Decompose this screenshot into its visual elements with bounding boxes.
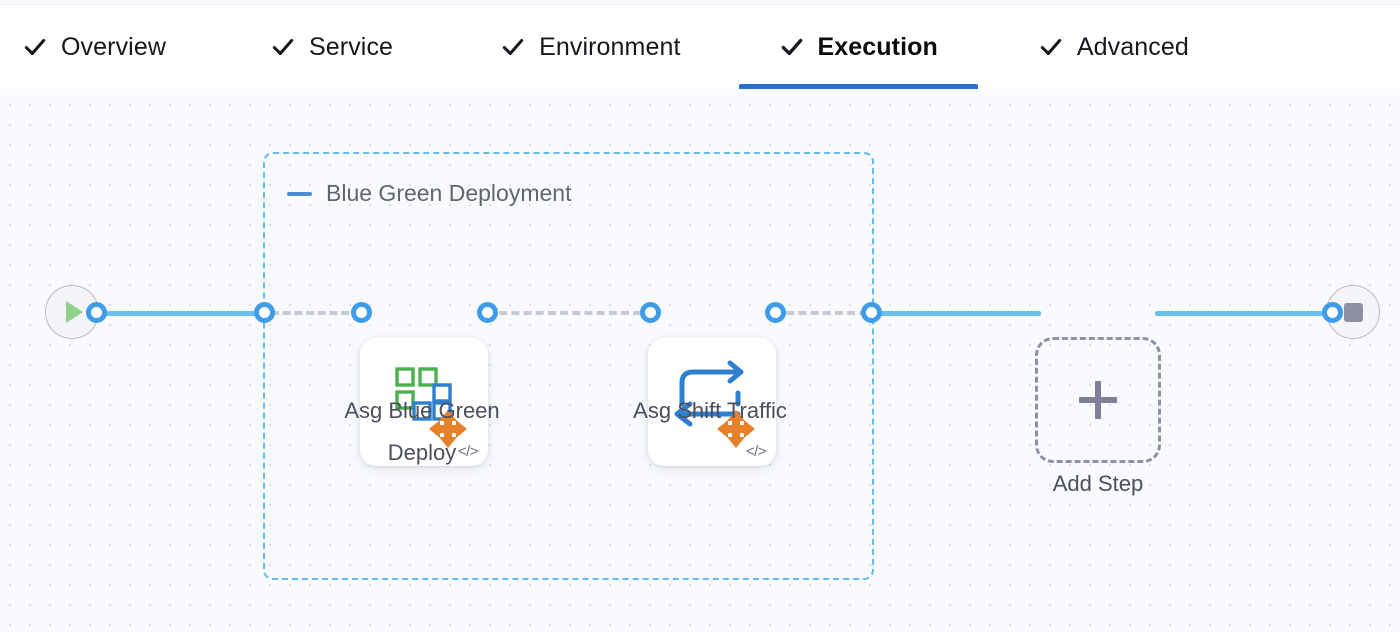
tab-list: Overview Service Environment Execution [0, 5, 1189, 89]
window-top-strip [0, 0, 1400, 5]
minus-icon[interactable] [287, 191, 312, 196]
stage-group-title: Blue Green Deployment [326, 180, 572, 206]
tab-service[interactable]: Service [270, 5, 393, 89]
asg-shift-traffic-icon [674, 360, 755, 448]
connector-step2-in[interactable] [640, 302, 661, 323]
connector-start-out[interactable] [86, 302, 107, 323]
tab-advanced[interactable]: Advanced [1038, 5, 1189, 89]
connector-stage-out[interactable] [861, 302, 882, 323]
check-icon [502, 38, 524, 56]
tab-environment-label: Environment [539, 33, 681, 61]
add-step-label: Add Step [1052, 471, 1144, 496]
edge-add-step-to-end [1155, 311, 1333, 316]
step-label-line1: Asg Blue Green [344, 398, 500, 423]
connector-step1-in[interactable] [351, 302, 372, 323]
step-label-line2: Deploy [387, 440, 457, 465]
edge-stage-in-to-step1 [271, 311, 366, 319]
connector-step1-out[interactable] [477, 302, 498, 323]
check-icon [781, 38, 802, 56]
stage-group-header: Blue Green Deployment [287, 180, 571, 207]
asg-blue-green-deploy-icon [395, 367, 467, 448]
pipeline-row: </> Asg Blue Green Deploy [0, 89, 1400, 632]
wizard-tab-bar: Overview Service Environment Execution [0, 5, 1400, 89]
step-label-asg-shift-traffic: Asg Shift Traffic [587, 390, 833, 432]
code-badge: </> [745, 443, 767, 460]
step-node-asg-shift-traffic[interactable]: </> [648, 338, 776, 466]
pipeline-canvas[interactable]: Blue Green Deployment [0, 89, 1400, 632]
check-icon [24, 38, 46, 56]
stop-icon [1343, 302, 1363, 322]
tab-overview-label: Overview [61, 33, 166, 61]
tab-advanced-label: Advanced [1076, 33, 1189, 61]
tab-overview[interactable]: Overview [22, 5, 166, 89]
tab-environment[interactable]: Environment [500, 5, 680, 89]
check-icon [272, 38, 294, 56]
plus-icon-vertical [1095, 381, 1101, 419]
connector-end-in[interactable] [1322, 302, 1343, 323]
step-label-line1: Asg Shift Traffic [633, 398, 787, 423]
tab-service-label: Service [309, 33, 394, 61]
step-label-asg-blue-green-deploy: Asg Blue Green Deploy [299, 390, 545, 474]
tab-active-underline [738, 84, 978, 89]
tab-execution[interactable]: Execution [738, 5, 978, 89]
edge-step1-to-step2 [487, 311, 653, 319]
edge-start-to-stage [86, 311, 271, 316]
edge-stage-out-to-add-step [873, 311, 1041, 316]
play-icon [66, 301, 83, 323]
code-badge: </> [457, 443, 479, 460]
edge-step2-to-stage-out [774, 311, 873, 319]
connector-stage-in[interactable] [254, 302, 275, 323]
stage-group-blue-green-deployment[interactable]: Blue Green Deployment [263, 152, 874, 580]
tab-execution-label: Execution [817, 33, 938, 61]
step-node-asg-blue-green-deploy[interactable]: </> [360, 338, 488, 466]
connector-step2-out[interactable] [765, 302, 786, 323]
add-step-button[interactable] [1035, 337, 1161, 463]
check-icon [1040, 38, 1062, 56]
